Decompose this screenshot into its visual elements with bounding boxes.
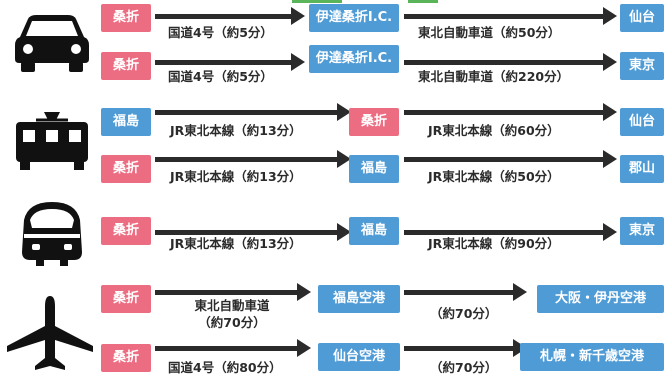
- train-r1-origin: 福島: [101, 108, 151, 136]
- train-icon: [16, 112, 88, 170]
- shinkansen-arrow2: [404, 223, 617, 241]
- car-r1-arrow2: [404, 7, 617, 25]
- shinkansen-origin: 桑折: [101, 217, 151, 245]
- car-r1-arrow1: [155, 7, 305, 25]
- train-r1-mid: 桑折: [349, 108, 399, 136]
- plane-r1-dest: 大阪・伊丹空港: [537, 285, 664, 313]
- train-r1-seg1: JR東北本線（約13分）: [170, 123, 302, 138]
- car-r1-mid: 伊達桑折I.C.: [309, 4, 399, 32]
- top-accent-right: [408, 0, 438, 3]
- train-r2-arrow1: [155, 150, 351, 168]
- plane-r2-arrow1: [155, 339, 311, 357]
- car-r2-mid: 伊達桑折I.C.: [309, 45, 399, 73]
- car-icon: [15, 15, 89, 72]
- plane-r1-seg1-line2: （約70分）: [198, 315, 266, 330]
- train-r1-arrow1: [155, 103, 351, 121]
- car-r2-arrow1: [155, 53, 305, 71]
- car-r2-seg2: 東北自動車道（約220分）: [418, 69, 570, 84]
- car-r2-origin: 桑折: [101, 52, 151, 80]
- car-r2-dest: 東京: [620, 52, 664, 80]
- train-r2-seg2: JR東北本線（約50分）: [428, 169, 560, 184]
- shinkansen-mid: 福島: [349, 217, 399, 245]
- plane-r1-seg1: 東北自動車道 （約70分）: [172, 297, 292, 331]
- car-r1-seg2: 東北自動車道（約50分）: [418, 25, 561, 40]
- shinkansen-dest: 東京: [620, 217, 664, 245]
- car-r1-origin: 桑折: [101, 4, 151, 32]
- plane-r2-dest: 札幌・新千歳空港: [520, 343, 664, 371]
- car-r1-dest: 仙台: [620, 4, 664, 32]
- plane-r2-arrow2: [404, 339, 527, 357]
- train-r1-arrow2: [404, 103, 617, 121]
- train-r1-seg2: JR東北本線（約60分）: [428, 123, 560, 138]
- airplane-icon: [7, 296, 93, 370]
- plane-r1-arrow2: [404, 283, 527, 301]
- shinkansen-icon: [22, 202, 82, 266]
- train-r2-dest: 郡山: [620, 155, 664, 183]
- plane-r1-mid: 福島空港: [318, 285, 400, 313]
- plane-r2-origin: 桑折: [101, 344, 151, 372]
- train-r2-mid: 福島: [349, 155, 399, 183]
- top-accent-left: [292, 0, 342, 3]
- train-r1-dest: 仙台: [620, 108, 664, 136]
- plane-r2-seg1: 国道4号（約80分）: [168, 360, 282, 375]
- plane-r2-seg2: （約70分）: [430, 360, 498, 375]
- car-r2-seg1: 国道4号（約5分）: [168, 69, 273, 84]
- shinkansen-seg2: JR東北本線（約90分）: [428, 236, 560, 251]
- train-r2-seg1: JR東北本線（約13分）: [170, 169, 302, 184]
- plane-r1-seg2: （約70分）: [430, 306, 498, 321]
- plane-r1-origin: 桑折: [101, 285, 151, 313]
- plane-r1-arrow1: [155, 283, 311, 301]
- plane-r1-seg1-line1: 東北自動車道: [194, 298, 270, 313]
- car-r2-arrow2: [404, 53, 617, 71]
- train-r2-arrow2: [404, 150, 617, 168]
- car-r1-seg1: 国道4号（約5分）: [168, 25, 273, 40]
- shinkansen-arrow1: [155, 223, 351, 241]
- train-r2-origin: 桑折: [101, 155, 151, 183]
- plane-r2-mid: 仙台空港: [318, 343, 400, 371]
- shinkansen-seg1: JR東北本線（約13分）: [170, 236, 302, 251]
